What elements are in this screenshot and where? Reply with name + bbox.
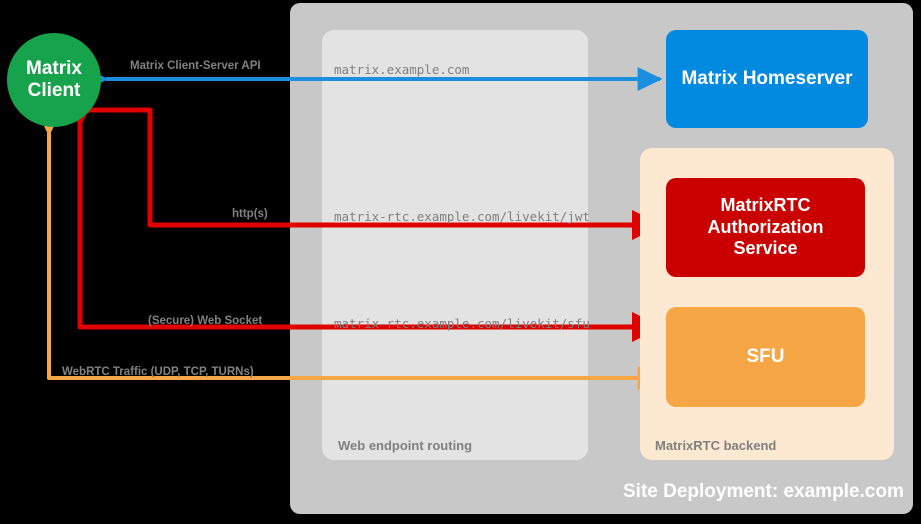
matrixrtc-backend-caption: MatrixRTC backend — [655, 438, 777, 453]
node-matrix-homeserver[interactable]: Matrix Homeserver — [666, 30, 868, 128]
node-matrix-client[interactable]: Matrix Client — [7, 33, 101, 127]
flow-label-web-socket: (Secure) Web Socket — [148, 315, 263, 327]
auth-label-line3: Service — [733, 238, 798, 259]
endpoint-livekit-sfu: matrix-rtc.example.com/livekit/sfu — [334, 316, 590, 331]
flow-label-http: http(s) — [232, 208, 268, 220]
auth-label-line1: MatrixRTC — [720, 194, 811, 215]
flow-label-client-server-api: Matrix Client-Server API — [130, 60, 261, 72]
flow-livekit-sfu — [65, 97, 664, 342]
node-sfu[interactable]: SFU — [666, 307, 865, 407]
sfu-label: SFU — [746, 346, 785, 368]
endpoint-matrix-example-com: matrix.example.com — [334, 62, 470, 77]
endpoint-livekit-jwt: matrix-rtc.example.com/livekit/jwt — [334, 209, 590, 224]
site-deployment-caption: Site Deployment: example.com — [623, 481, 904, 502]
node-matrixrtc-authorization-service[interactable]: MatrixRTC Authorization Service — [666, 178, 865, 277]
matrix-client-label-line1: Matrix — [26, 58, 82, 80]
auth-label-line2: Authorization — [707, 216, 824, 237]
matrix-homeserver-label: Matrix Homeserver — [681, 68, 853, 90]
matrix-client-label-line2: Client — [27, 80, 81, 101]
flow-livekit-jwt — [64, 95, 664, 240]
web-endpoint-routing-caption: Web endpoint routing — [338, 438, 473, 453]
flow-label-webrtc-traffic: WebRTC Traffic (UDP, TCP, TURNs) — [62, 366, 254, 378]
flow-webrtc-media — [37, 111, 663, 390]
